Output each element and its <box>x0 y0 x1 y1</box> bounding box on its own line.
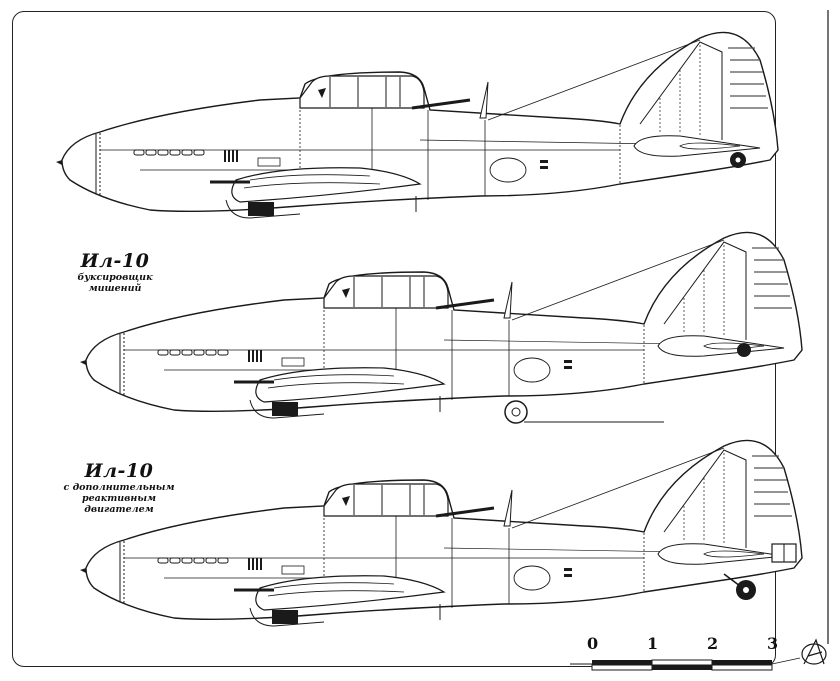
label-bottom-subtitle-line1: с дополнительным <box>63 482 175 493</box>
label-bottom: Ил-10 с дополнительным реактивным двигат… <box>54 460 184 515</box>
scale-tick-1: 1 <box>647 634 659 653</box>
label-bottom-title: Ил-10 <box>84 460 154 482</box>
label-middle-title: Ил-10 <box>80 250 150 272</box>
label-bottom-subtitle-line2: реактивным двигателем <box>81 493 157 515</box>
signature-mark <box>801 10 829 665</box>
scale-tick-2: 2 <box>707 634 719 653</box>
scale-bar <box>570 657 801 671</box>
aircraft-profile-bottom <box>78 438 804 628</box>
label-middle: Ил-10 буксировщик мишений <box>60 250 170 294</box>
aircraft-profile-middle <box>78 230 804 424</box>
scale-tick-3: 3 <box>767 634 779 653</box>
scale-tick-0: 0 <box>587 634 599 653</box>
aircraft-profile-top <box>54 30 780 220</box>
label-middle-subtitle: буксировщик мишений <box>77 272 153 294</box>
